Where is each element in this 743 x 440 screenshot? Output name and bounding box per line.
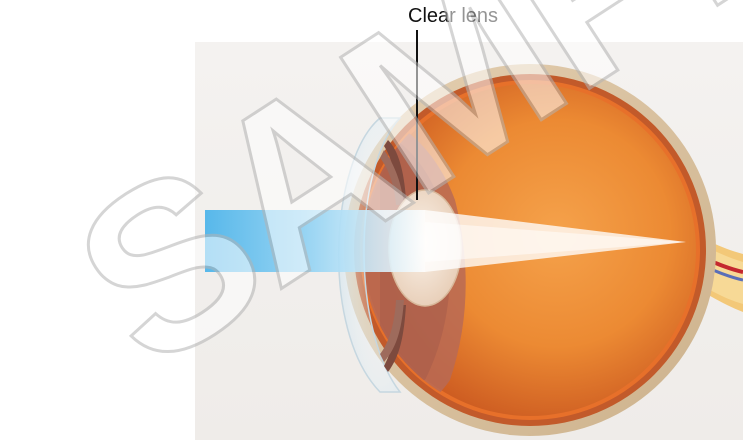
light-beam-incoming <box>205 210 425 272</box>
callout-label-clear-lens: Clear lens <box>408 6 498 26</box>
